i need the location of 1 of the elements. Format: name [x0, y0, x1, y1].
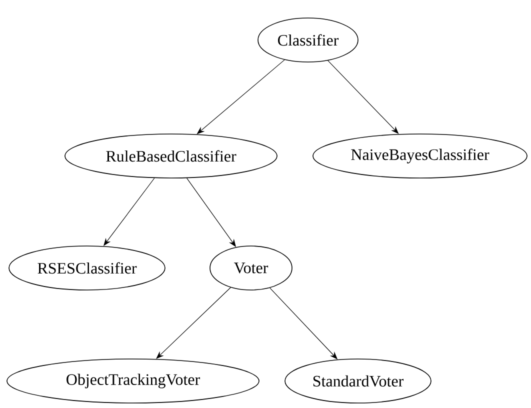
arrow [156, 287, 231, 359]
